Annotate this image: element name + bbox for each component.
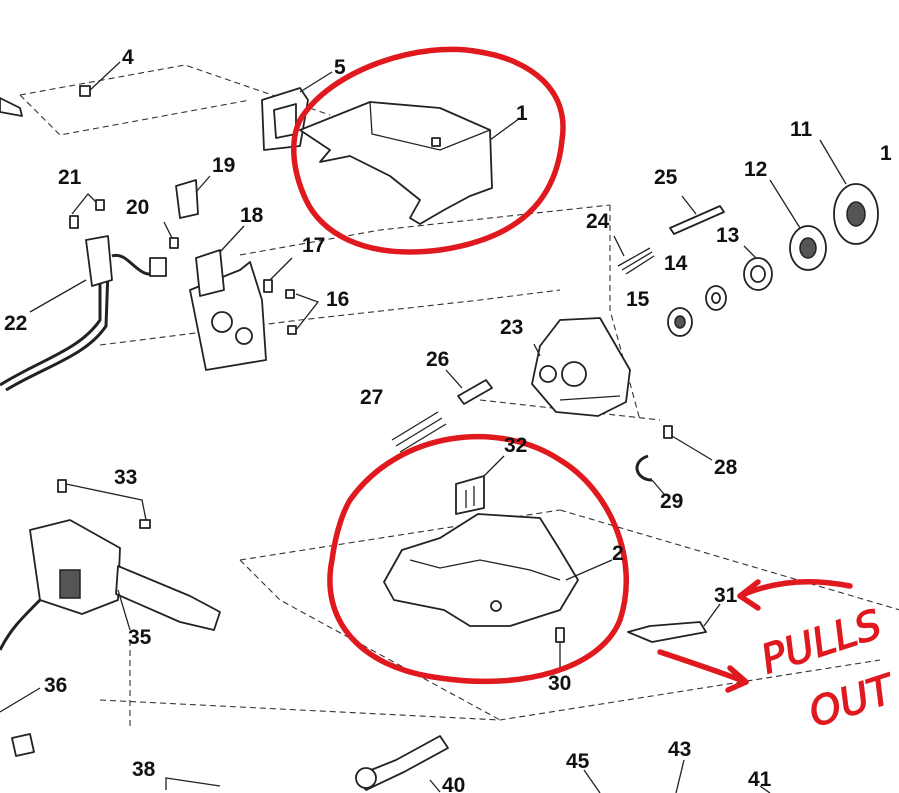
part-13-spring	[743, 245, 773, 291]
part-11-disc	[819, 139, 879, 245]
part-number-labels: 1 1 2 4 5 11 12 13 14 15 16 17 18 19 20 …	[4, 46, 892, 793]
red-circle-lower	[327, 433, 629, 685]
part-28-screw	[663, 425, 713, 461]
label-33: 33	[114, 466, 137, 489]
label-35: 35	[128, 626, 152, 649]
label-20: 20	[126, 196, 149, 219]
label-25: 25	[654, 166, 678, 189]
label-2: 2	[612, 542, 624, 565]
label-15: 15	[626, 288, 650, 311]
part-2-lower-shroud	[383, 513, 613, 668]
part-26-pin	[445, 369, 493, 405]
part-38-bracket	[165, 777, 221, 790]
part-32-clip	[455, 455, 505, 515]
label-36: 36	[44, 674, 67, 697]
bottom-parts-leaders	[583, 759, 771, 793]
part-31-connector	[627, 603, 721, 643]
part-22-harness	[0, 193, 167, 392]
label-14: 14	[664, 252, 688, 275]
label-11: 11	[790, 118, 813, 141]
red-circle-upper	[291, 46, 566, 255]
part-1-upper-shroud	[299, 101, 521, 225]
label-1b: 1	[880, 142, 892, 165]
label-32: 32	[504, 434, 527, 457]
label-17: 17	[302, 234, 325, 257]
part-40-rod	[355, 735, 449, 793]
part-25-pin	[669, 195, 725, 235]
shaft-end-part	[0, 97, 23, 117]
label-16: 16	[326, 288, 349, 311]
pulls-out-annotation: PULLS OUT	[755, 601, 899, 737]
part-35-turn-signal-switch	[0, 519, 221, 651]
label-45: 45	[566, 750, 590, 773]
part-4-screw	[79, 61, 121, 97]
label-18: 18	[240, 204, 264, 227]
label-28: 28	[714, 456, 738, 479]
label-1: 1	[516, 102, 528, 125]
label-41: 41	[748, 768, 772, 791]
label-29: 29	[660, 490, 683, 513]
label-30: 30	[548, 672, 571, 695]
part-27-spring	[391, 411, 447, 453]
part-12-plate	[769, 179, 827, 271]
label-22: 22	[4, 312, 27, 335]
part-23-housing	[531, 317, 631, 417]
label-24: 24	[586, 210, 610, 233]
assembly-dashed-lines	[19, 64, 899, 730]
label-13: 13	[716, 224, 739, 247]
label-23: 23	[500, 316, 523, 339]
label-19: 19	[212, 154, 235, 177]
label-40: 40	[442, 774, 465, 793]
label-12: 12	[744, 158, 767, 181]
annotation-pulls: PULLS	[756, 602, 888, 684]
label-26: 26	[426, 348, 449, 371]
part-33-screw	[57, 479, 151, 529]
part-14-ring	[705, 285, 727, 311]
part-15-bearing	[667, 307, 693, 337]
label-27: 27	[360, 386, 383, 409]
annotation-out: OUT	[804, 666, 899, 737]
label-4: 4	[122, 46, 134, 69]
label-31: 31	[714, 584, 738, 607]
part-18-bracket	[163, 175, 320, 371]
part-24-spring	[613, 235, 655, 275]
label-5: 5	[334, 56, 346, 79]
label-38: 38	[132, 758, 156, 781]
label-43: 43	[668, 738, 691, 761]
part-36-clip	[0, 687, 41, 757]
red-arrows	[657, 579, 853, 693]
part-29-clip	[635, 454, 665, 495]
label-21: 21	[58, 166, 82, 189]
